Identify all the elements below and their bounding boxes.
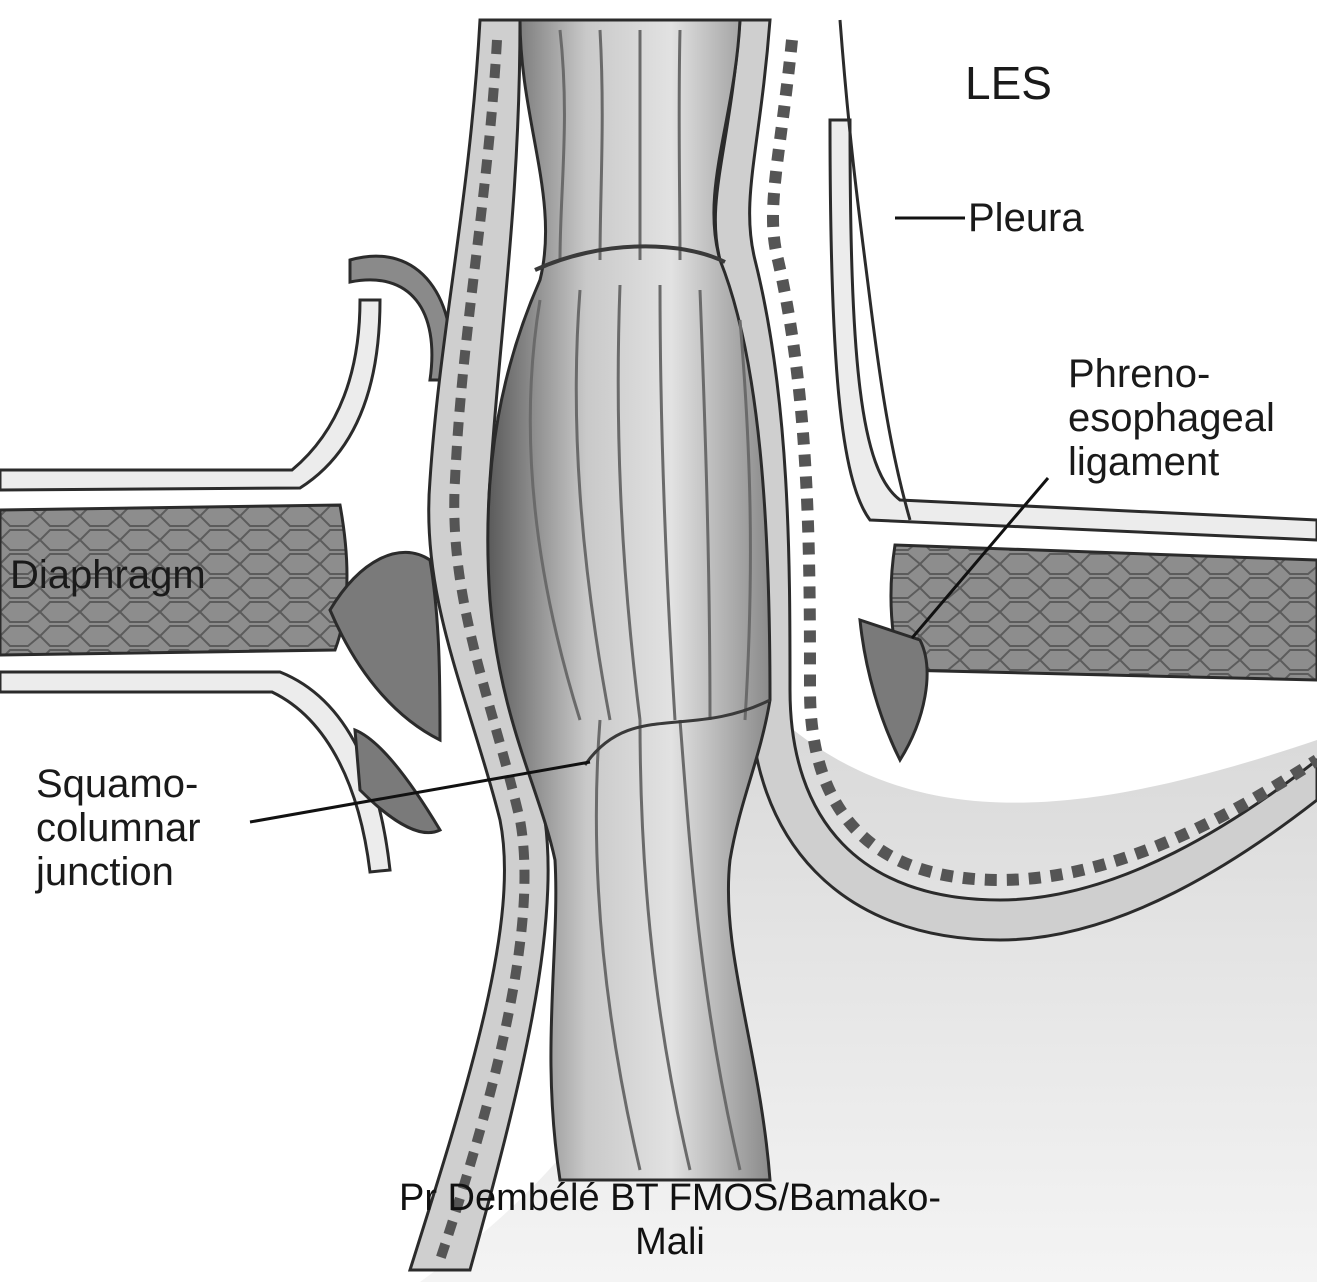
author-credit: Pr Dembélé BT FMOS/Bamako-Mali bbox=[380, 1176, 960, 1264]
label-squamocolumnar-junction: Squamo- columnar junction bbox=[36, 762, 201, 894]
label-phreno-line-2: esophageal bbox=[1068, 396, 1275, 440]
label-phreno-esophageal-ligament: Phreno- esophageal ligament bbox=[1068, 352, 1275, 484]
label-phreno-line-1: Phreno- bbox=[1068, 352, 1275, 396]
label-squamo-line-2: columnar bbox=[36, 806, 201, 850]
label-squamo-line-1: Squamo- bbox=[36, 762, 201, 806]
label-diaphragm: Diaphragm bbox=[10, 553, 206, 597]
diaphragm-right bbox=[891, 545, 1317, 680]
label-pleura: Pleura bbox=[968, 196, 1084, 240]
label-les: LES bbox=[965, 58, 1052, 108]
label-phreno-line-3: ligament bbox=[1068, 440, 1275, 484]
label-squamo-line-3: junction bbox=[36, 850, 201, 894]
